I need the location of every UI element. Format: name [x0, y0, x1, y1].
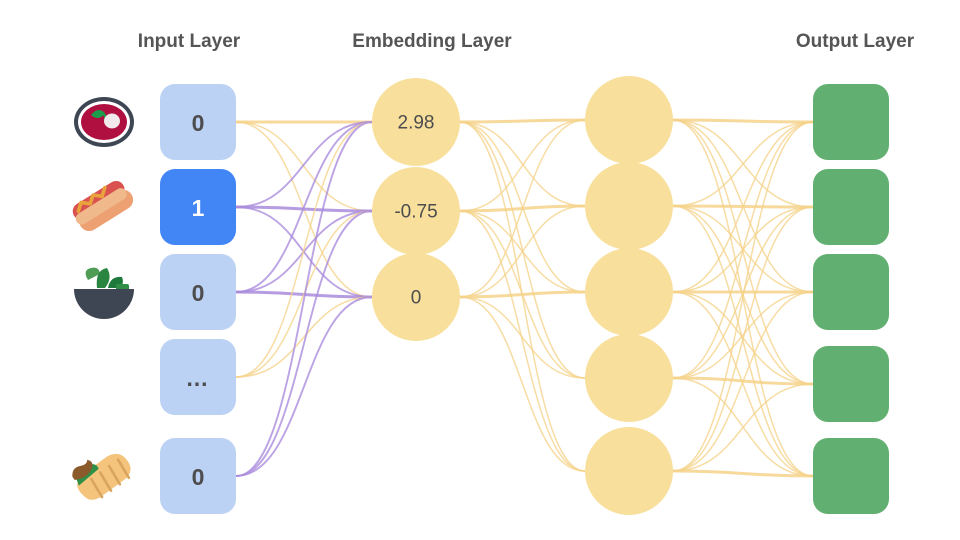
edge [672, 291, 814, 477]
embedding-node-circle[interactable] [372, 253, 460, 341]
input-icon-column [72, 97, 134, 500]
embedding-layer-nodes: 2.98 -0.75 0 [372, 78, 460, 341]
input-node-box[interactable] [160, 84, 236, 160]
input-node-value: 0 [192, 280, 205, 306]
embedding-node-value: -0.75 [394, 202, 437, 223]
embedding-node-0[interactable]: 2.98 [372, 78, 460, 166]
hot-dog-icon [72, 180, 134, 231]
output-layer-title: Output Layer [796, 31, 915, 52]
input-node-box[interactable] [160, 254, 236, 330]
embedding-node-1[interactable]: -0.75 [372, 167, 460, 255]
edge [235, 296, 373, 477]
burrito-icon [72, 453, 131, 500]
hidden-layer-nodes [585, 76, 673, 515]
soup-bowl-icon [74, 97, 134, 147]
embedding-layer-title: Embedding Layer [352, 31, 512, 52]
edge [459, 118, 586, 124]
edge [459, 119, 586, 298]
embedding-node-circle[interactable] [372, 78, 460, 166]
edge [459, 119, 586, 212]
input-node-1[interactable]: 1 [160, 169, 236, 245]
edge [459, 121, 586, 379]
edge [459, 296, 586, 472]
output-layer-nodes [813, 84, 889, 514]
output-node-3[interactable] [813, 346, 889, 422]
input-node-box[interactable] [160, 169, 236, 245]
edge [235, 121, 373, 293]
edges-embedding-to-hidden [459, 118, 586, 472]
output-node-box[interactable] [813, 254, 889, 330]
hidden-node-3[interactable] [585, 334, 673, 422]
hidden-node-circle[interactable] [585, 76, 673, 164]
embedding-node-value: 2.98 [398, 113, 435, 134]
edge [235, 121, 373, 378]
input-node-value: 0 [192, 110, 205, 136]
input-node-box[interactable] [160, 339, 236, 415]
output-node-1[interactable] [813, 169, 889, 245]
edge [235, 121, 373, 477]
embedding-node-circle[interactable] [372, 167, 460, 255]
input-node-3[interactable]: … [160, 339, 236, 415]
edge [459, 205, 586, 298]
input-node-4[interactable]: 0 [160, 438, 236, 514]
edge [672, 383, 814, 472]
input-node-value: 0 [192, 464, 205, 490]
edge [235, 296, 373, 378]
hidden-node-0[interactable] [585, 76, 673, 164]
edge [235, 121, 373, 212]
edges-hidden-to-output [672, 118, 814, 478]
edge [672, 469, 814, 478]
edge [672, 118, 814, 124]
hidden-node-4[interactable] [585, 427, 673, 515]
edge [672, 121, 814, 207]
input-node-value: 1 [192, 195, 205, 221]
edge [235, 121, 373, 208]
edge [459, 296, 586, 379]
input-node-2[interactable]: 0 [160, 254, 236, 330]
output-node-box[interactable] [813, 346, 889, 422]
hidden-node-circle[interactable] [585, 162, 673, 250]
output-node-box[interactable] [813, 438, 889, 514]
output-node-box[interactable] [813, 84, 889, 160]
edge [459, 210, 586, 472]
edge [459, 290, 586, 299]
input-node-value: … [186, 365, 211, 391]
edge [672, 291, 814, 379]
edge [672, 291, 814, 472]
output-node-4[interactable] [813, 438, 889, 514]
hidden-node-circle[interactable] [585, 427, 673, 515]
input-layer-title: Input Layer [138, 31, 241, 52]
input-layer-nodes: 0 1 0 … 0 [160, 84, 236, 514]
embedding-node-value: 0 [411, 288, 422, 309]
input-node-0[interactable]: 0 [160, 84, 236, 160]
salad-bowl-icon [74, 267, 134, 319]
edge [672, 121, 814, 293]
hidden-node-2[interactable] [585, 248, 673, 336]
edge [672, 121, 814, 379]
edge [672, 121, 814, 472]
hidden-node-circle[interactable] [585, 248, 673, 336]
hidden-node-circle[interactable] [585, 334, 673, 422]
embedding-node-2[interactable]: 0 [372, 253, 460, 341]
edge [672, 206, 814, 379]
edge [235, 210, 373, 477]
edges-input-to-embedding [235, 120, 373, 477]
output-node-box[interactable] [813, 169, 889, 245]
edge [672, 206, 814, 472]
input-node-box[interactable] [160, 438, 236, 514]
output-node-2[interactable] [813, 254, 889, 330]
edge [459, 121, 586, 207]
output-node-0[interactable] [813, 84, 889, 160]
hidden-node-1[interactable] [585, 162, 673, 250]
